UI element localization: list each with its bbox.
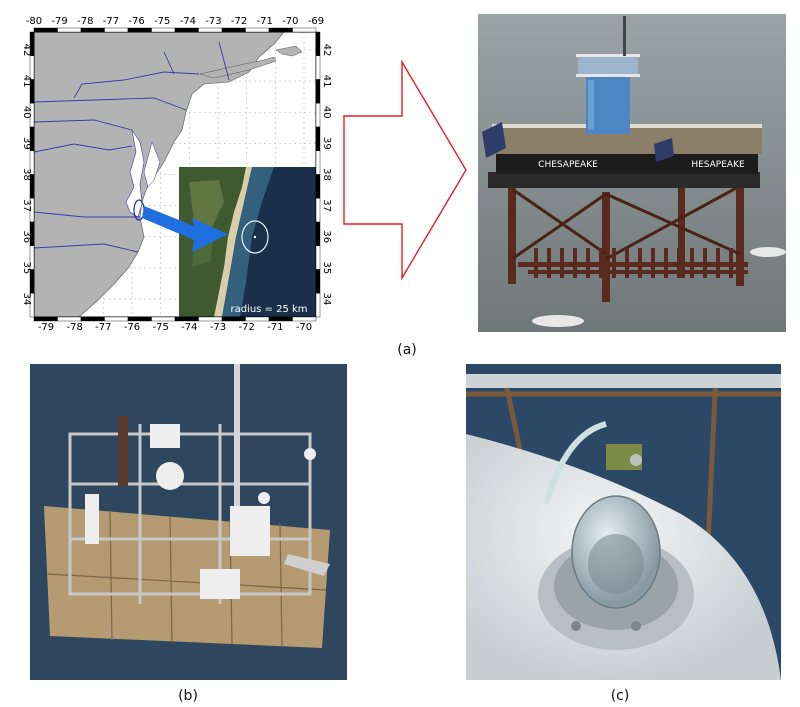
map-top-tick: -74 (180, 16, 196, 27)
map-left-ticks: 42 41 40 39 38 37 36 35 34 (21, 44, 32, 306)
platform-sign-right: HESAPEAKE (691, 160, 745, 170)
map-bottom-tick: -72 (238, 322, 254, 332)
red-outline-arrow (343, 59, 467, 281)
map-top-tick: -69 (308, 16, 324, 27)
map-bottom-tick: -73 (210, 322, 226, 332)
tower-lantern (578, 56, 638, 76)
side-panel (284, 554, 330, 576)
solar-panel-left (482, 122, 506, 158)
map-top-tick: -80 (26, 16, 42, 27)
map-right-tick: 35 (321, 262, 332, 275)
deck-base (488, 172, 760, 188)
map-left-tick: 42 (21, 44, 32, 57)
map-cape (275, 45, 303, 57)
map-state-borders (33, 41, 230, 253)
tower-mast (623, 16, 626, 56)
map-right-tick: 39 (321, 137, 332, 150)
map-top-tick: -73 (205, 16, 221, 27)
map-panel: radius = 25 km -80-79-78-77-76-75-74-73-… (14, 12, 332, 333)
map-bottom-tick: -76 (124, 322, 140, 332)
dome-sensor-photo (466, 364, 781, 680)
instrument-deck-photo (30, 364, 347, 680)
boat-right (750, 247, 786, 257)
map-left-tick: 34 (21, 293, 32, 306)
map-figure: radius = 25 km -80-79-78-77-76-75-74-73-… (21, 16, 332, 333)
caption-b: (b) (178, 688, 198, 704)
map-bottom-tick: -75 (152, 322, 168, 332)
map-long-island (199, 56, 277, 79)
map-right-tick: 38 (321, 168, 332, 181)
map-bottom-tick: -78 (66, 322, 82, 332)
map-top-tick: -70 (282, 16, 298, 27)
map-left-tick: 36 (21, 230, 32, 243)
map-left-tick: 40 (21, 106, 32, 119)
screw-left (571, 621, 581, 631)
solar-panel-right (654, 138, 674, 162)
map-top-tick: -79 (51, 16, 67, 27)
map-delaware-bay (143, 141, 161, 188)
map-top-tick: -71 (257, 16, 273, 27)
map-top-ticks: -80 -79 -78 -77 -76 -75 -74 -73 -72 -71 -70 -69 (26, 16, 324, 27)
deck-sign-band (496, 152, 758, 174)
map-right-tick: 34 (321, 293, 332, 306)
map-right-tick: 42 (321, 44, 332, 57)
map-left-tick: 37 (21, 199, 32, 212)
red-brown-sensor (118, 416, 128, 486)
instrument-mast (234, 364, 240, 554)
map-right-tick: 37 (321, 199, 332, 212)
map-right-ticks: 42 41 40 39 38 37 36 35 34 (321, 44, 332, 306)
map-top-tick: -76 (128, 16, 144, 27)
map-top-tick: -77 (103, 16, 119, 27)
transition-arrow (340, 59, 470, 281)
map-left-tick: 41 (21, 75, 32, 88)
inset-radius-circle (241, 220, 269, 254)
pointer-arrow (142, 206, 228, 252)
map-top-tick: -72 (231, 16, 247, 27)
caption-a: (a) (397, 342, 417, 358)
instrument-sensors (85, 424, 316, 599)
boat-bottom (532, 315, 584, 327)
inset-radius-label: radius = 25 km (230, 304, 307, 315)
fence-posts (534, 248, 733, 278)
tube (543, 421, 607, 505)
map-top-tick: -75 (154, 16, 170, 27)
map-right-tick: 41 (321, 75, 332, 88)
map-bottom-ticks: -79 -78 -77 -76 -75 -74 -73 -72 -71 -70 (38, 322, 312, 333)
map-bottom-tick: -79 (38, 322, 54, 332)
map-top-tick: -78 (77, 16, 93, 27)
platform-bracing (511, 184, 741, 261)
map-bottom-tick: -77 (95, 322, 111, 332)
map-right-tick: 36 (321, 230, 332, 243)
map-left-tick: 38 (21, 168, 32, 181)
inset-site-dot (253, 235, 257, 239)
map-bottom-tick: -74 (181, 322, 197, 332)
top-rail (466, 374, 781, 388)
caption-c: (c) (610, 688, 630, 704)
map-border-bars (29, 27, 321, 322)
map-bottom-tick: -70 (296, 322, 312, 332)
map-left-tick: 35 (21, 262, 32, 275)
platform-legs (508, 182, 744, 302)
platform-sign-left: CHESAPEAKE (538, 160, 598, 170)
platform-photo: CHESAPEAKE HESAPEAKE (478, 14, 786, 332)
screw-right (631, 621, 641, 631)
map-left-tick: 39 (21, 137, 32, 150)
map-bottom-tick: -71 (267, 322, 283, 332)
map-right-tick: 40 (321, 106, 332, 119)
